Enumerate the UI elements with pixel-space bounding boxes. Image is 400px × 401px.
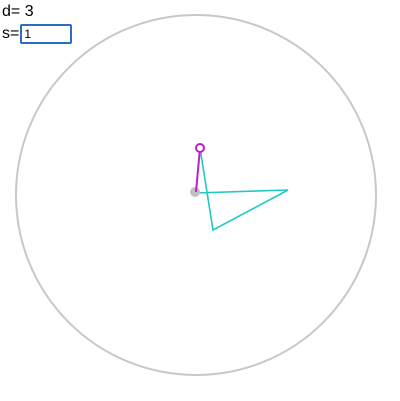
handle-icon[interactable]	[195, 143, 205, 153]
d-value: 3	[24, 3, 34, 20]
hub-dot	[190, 187, 200, 197]
s-input[interactable]	[20, 24, 73, 44]
magenta-arm	[195, 147, 201, 193]
d-label: d=	[2, 3, 21, 20]
s-label: s=	[2, 25, 20, 42]
cyan-path	[195, 147, 289, 232]
d-readout: d= 3	[2, 2, 34, 22]
s-control: s=	[2, 24, 73, 44]
outer-circle	[15, 14, 377, 376]
